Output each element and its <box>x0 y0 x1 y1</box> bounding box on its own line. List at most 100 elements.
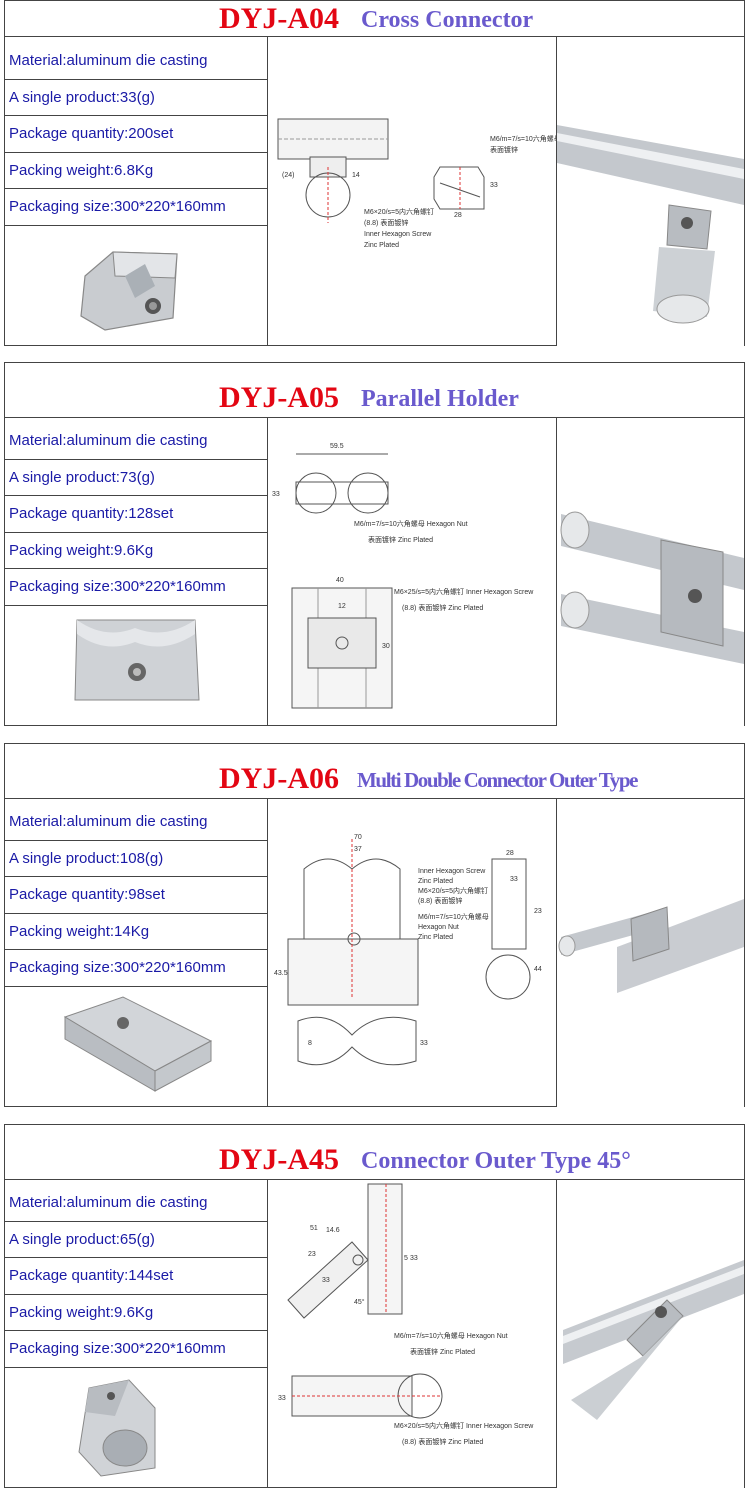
product-section-a05: DYJ-A05 Parallel Holder Material:aluminu… <box>4 362 745 726</box>
spec-package-quantity: Package quantity:200set <box>5 116 267 153</box>
drawing-label: 45° <box>354 1298 365 1306</box>
installed-holder-photo <box>557 418 744 726</box>
spec-material: Material:aluminum die casting <box>5 43 267 80</box>
drawing-label: 8 <box>308 1040 312 1047</box>
spec-packaging-size: Packaging size:300*220*160mm <box>5 950 267 987</box>
drawing-label: 33 <box>272 491 280 498</box>
drawing-label: M6/m=7/s=10六角螺母 <box>490 134 556 143</box>
installed-connector-photo <box>557 37 744 346</box>
product-code: DYJ-A45 <box>219 1143 339 1176</box>
product-thumbnail <box>5 606 267 725</box>
aluminum-connector-icon <box>74 619 200 701</box>
technical-drawing: M6/m=7/s=10六角螺母 表面镀锌 M6×20/s=5内六角螺钉 (8.8… <box>267 37 557 345</box>
drawing-svg: 59.5 33 M6/m=7/s=10六角螺母 Hexagon Nut 表面镀锌… <box>272 443 534 709</box>
drawing-label: (8.8) 表面镀锌 <box>364 218 408 227</box>
spec-packing-weight: Packing weight:6.8Kg <box>5 153 267 189</box>
drawing-label: 28 <box>506 850 514 857</box>
drawing-label: 14 <box>352 172 360 179</box>
drawing-label: 33 <box>410 1255 418 1262</box>
drawing-label: (8.8) 表面镀锌 Zinc Plated <box>402 1437 483 1446</box>
drawing-label: 51 <box>310 1225 318 1232</box>
drawing-label: M6/m=7/s=10六角螺母 Hexagon Nut <box>354 519 468 528</box>
drawing-label: M6/m=7/s=10六角螺母 <box>418 912 489 921</box>
drawing-label: 40 <box>336 577 344 584</box>
drawing-label: M6×20/s=5内六角螺钉 <box>418 886 488 895</box>
spec-package-quantity: Package quantity:128set <box>5 496 267 533</box>
drawing-label: 23 <box>308 1251 316 1258</box>
spec-weight: A single product:65(g) <box>5 1222 267 1258</box>
drawing-svg: 70 37 28 33 43.5 Inner Hexagon Screw Zin… <box>274 834 542 1066</box>
drawing-label: 28 <box>454 212 462 219</box>
aluminum-connector-icon <box>63 996 213 1092</box>
section-header: DYJ-A05 Parallel Holder <box>5 363 744 418</box>
drawing-label: 23 <box>534 908 542 915</box>
drawing-label: Zinc Plated <box>364 242 399 249</box>
aluminum-connector-icon <box>78 1379 156 1477</box>
spec-table: Material:aluminum die casting A single p… <box>5 43 267 226</box>
technical-drawing: 59.5 33 M6/m=7/s=10六角螺母 Hexagon Nut 表面镀锌… <box>267 418 557 725</box>
product-thumbnail <box>5 987 267 1106</box>
product-photo <box>557 799 744 1107</box>
section-header: DYJ-A04 Cross Connector <box>5 1 744 37</box>
drawing-svg: M6/m=7/s=10六角螺母 表面镀锌 M6×20/s=5内六角螺钉 (8.8… <box>277 118 556 249</box>
product-section-a04: DYJ-A04 Cross Connector Material:aluminu… <box>4 0 745 346</box>
spec-material: Material:aluminum die casting <box>5 423 267 460</box>
product-code: DYJ-A05 <box>219 381 339 414</box>
drawing-label: M6×20/s=5内六角螺钉 <box>364 207 434 216</box>
spec-material: Material:aluminum die casting <box>5 1185 267 1222</box>
installed-connector-photo <box>557 799 744 1107</box>
product-section-a45: DYJ-A45 Connector Outer Type 45° Materia… <box>4 1124 745 1488</box>
section-header: DYJ-A45 Connector Outer Type 45° <box>5 1125 744 1180</box>
product-code: DYJ-A04 <box>219 2 339 35</box>
technical-drawing: 51 14.6 23 33 5 33 45° M6/m=7/s=10六角螺母 H… <box>267 1180 557 1487</box>
spec-material: Material:aluminum die casting <box>5 804 267 841</box>
spec-table: Material:aluminum die casting A single p… <box>5 804 267 987</box>
drawing-label: 33 <box>420 1040 428 1047</box>
spec-packaging-size: Packaging size:300*220*160mm <box>5 569 267 606</box>
drawing-label: M6×20/s=5内六角螺钉 Inner Hexagon Screw <box>394 1421 534 1430</box>
drawing-label: 表面镀锌 <box>490 145 518 154</box>
spec-packing-weight: Packing weight:9.6Kg <box>5 533 267 569</box>
section-header: DYJ-A06 Multi Double Connector Outer Typ… <box>5 744 744 799</box>
drawing-label: 59.5 <box>330 443 344 450</box>
drawing-label: Zinc Plated <box>418 934 453 941</box>
spec-table: Material:aluminum die casting A single p… <box>5 1185 267 1368</box>
drawing-label: (8.8) 表面镀锌 <box>418 896 462 905</box>
drawing-label: 33 <box>490 182 498 189</box>
product-photo <box>557 418 744 726</box>
drawing-label: M6×25/s=5内六角螺钉 Inner Hexagon Screw <box>394 587 534 596</box>
spec-packing-weight: Packing weight:9.6Kg <box>5 1295 267 1331</box>
drawing-label: 37 <box>354 846 362 853</box>
drawing-label: Zinc Plated <box>418 878 453 885</box>
drawing-label: 44 <box>534 966 542 973</box>
drawing-label: 14.6 <box>326 1227 340 1234</box>
product-thumbnail <box>5 1368 267 1487</box>
spec-weight: A single product:73(g) <box>5 460 267 496</box>
drawing-label: (24) <box>282 172 294 179</box>
product-code: DYJ-A06 <box>219 762 339 795</box>
product-photo <box>557 1180 744 1488</box>
drawing-label: 表面镀锌 Zinc Plated <box>410 1347 475 1356</box>
drawing-label: Hexagon Nut <box>418 924 459 931</box>
drawing-label: 33 <box>322 1277 330 1284</box>
technical-drawing: 70 37 28 33 43.5 Inner Hexagon Screw Zin… <box>267 799 557 1106</box>
drawing-label: 70 <box>354 834 362 841</box>
spec-weight: A single product:108(g) <box>5 841 267 877</box>
drawing-label: M6/m=7/s=10六角螺母 Hexagon Nut <box>394 1331 508 1340</box>
drawing-label: 43.5 <box>274 970 288 977</box>
drawing-label: 12 <box>338 603 346 610</box>
drawing-label: (8.8) 表面镀锌 Zinc Plated <box>402 603 483 612</box>
drawing-label: 表面镀锌 Zinc Plated <box>368 535 433 544</box>
drawing-label: Inner Hexagon Screw <box>418 868 486 875</box>
aluminum-connector-icon <box>80 251 178 331</box>
product-name: Parallel Holder <box>361 386 519 412</box>
product-photo <box>557 37 744 346</box>
spec-package-quantity: Package quantity:144set <box>5 1258 267 1295</box>
drawing-label: 30 <box>382 643 390 650</box>
installed-connector-photo <box>557 1180 744 1488</box>
spec-packaging-size: Packaging size:300*220*160mm <box>5 1331 267 1368</box>
spec-packaging-size: Packaging size:300*220*160mm <box>5 189 267 226</box>
product-name: Cross Connector <box>361 7 534 33</box>
drawing-label: Inner Hexagon Screw <box>364 231 432 238</box>
drawing-label: 33 <box>278 1395 286 1402</box>
